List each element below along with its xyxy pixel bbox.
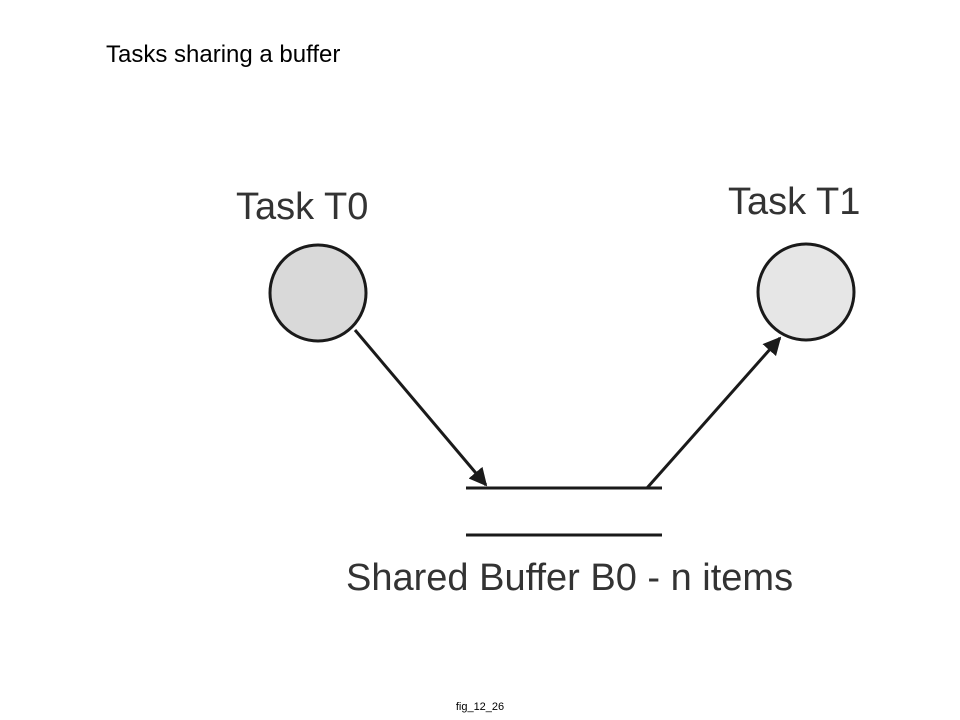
figure-label: fig_12_26 (455, 701, 505, 713)
buffer-label: Shared Buffer B0 - n items (346, 557, 793, 599)
arrow-t0-to-buffer (353, 329, 488, 487)
task-t0-label: Task T0 (236, 186, 368, 228)
task-t1-label: Task T1 (728, 181, 860, 223)
slide-title: Tasks sharing a buffer (106, 41, 341, 68)
task-t0-node (268, 243, 368, 343)
arrow-buffer-to-t1 (645, 336, 782, 489)
task-t1-node (756, 242, 856, 342)
